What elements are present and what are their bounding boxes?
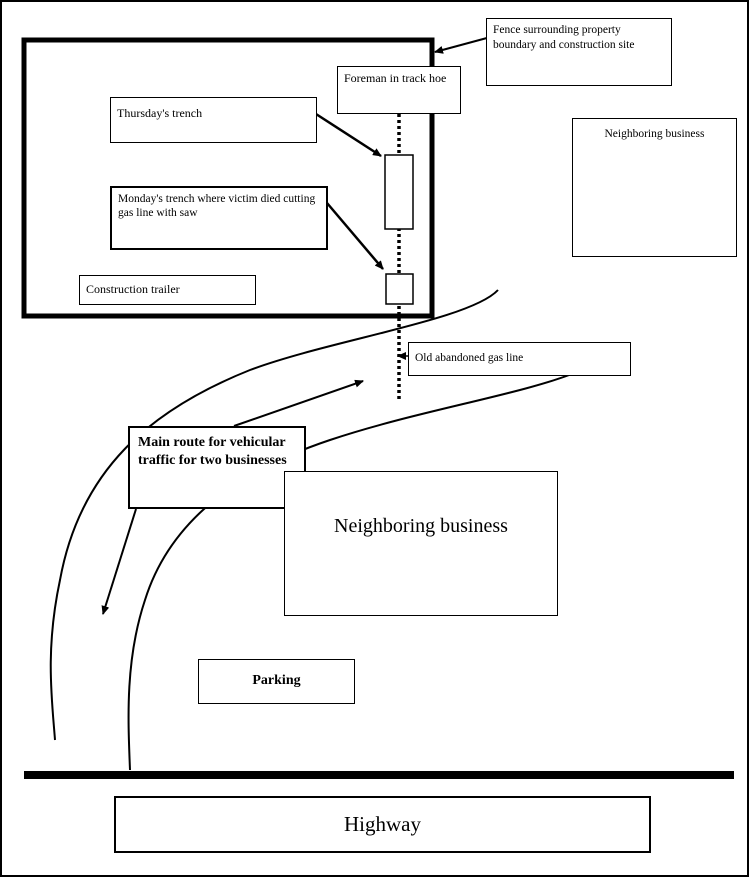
thursday-trench-box: [384, 154, 414, 230]
construction-trailer-label: Construction trailer: [79, 275, 256, 305]
old-gas-line-label: Old abandoned gas line: [408, 342, 631, 376]
fence-boundary: [21, 37, 435, 319]
neighboring-business-large-label: Neighboring business: [284, 471, 558, 616]
monday-trench-label: Monday's trench where victim died cuttin…: [110, 186, 328, 250]
foreman-label: Foreman in track hoe: [337, 66, 461, 114]
thursday-arrow: [315, 112, 382, 158]
highway-edge: [24, 771, 734, 779]
main-route-label: Main route for vehicular traffic for two…: [128, 426, 306, 509]
fence-label: Fence surrounding property boundary and …: [486, 18, 672, 86]
highway-label: Highway: [114, 796, 651, 853]
monday-trench-box: [385, 273, 414, 305]
route-arrow-up: [233, 379, 364, 427]
thursday-trench-label: Thursday's trench: [110, 97, 317, 143]
monday-arrow: [326, 202, 384, 270]
parking-label: Parking: [198, 659, 355, 704]
neighboring-business-small-label: Neighboring business: [572, 118, 737, 257]
route-arrow-down: [101, 508, 137, 615]
